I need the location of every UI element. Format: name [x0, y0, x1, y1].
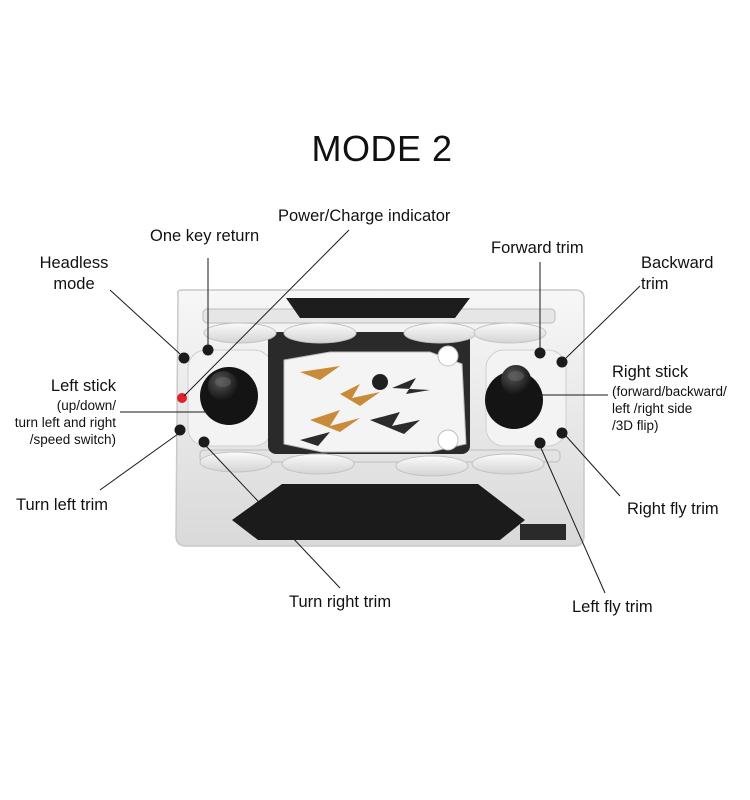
backward-trim-button	[556, 356, 568, 368]
trim-buttons	[174, 344, 568, 449]
label-forward-trim: Forward trim	[491, 239, 584, 257]
forward-trim-button	[534, 347, 546, 359]
left-fly-trim-button	[534, 437, 546, 449]
headless-mode-button	[178, 352, 190, 364]
label-right-stick-desc-3: /3D flip)	[612, 418, 659, 433]
one-key-return-button	[202, 344, 214, 356]
label-right-stick: Right stick	[612, 363, 689, 381]
label-backward-trim-line1: Backward	[641, 254, 714, 272]
label-left-stick-desc-3: /speed switch)	[29, 432, 116, 447]
drone-body	[283, 345, 467, 453]
label-one-key-return: One key return	[150, 227, 260, 245]
label-turn-right-trim: Turn right trim	[289, 593, 392, 611]
right-fly-trim-button	[556, 427, 568, 439]
label-turn-left-trim: Turn left trim	[16, 496, 108, 514]
label-left-stick: Left stick	[50, 377, 116, 395]
label-right-stick-desc-1: (forward/backward/	[612, 384, 727, 399]
propeller-blades	[199, 322, 547, 477]
label-right-stick-desc-2: left /right side	[612, 401, 693, 416]
turn-left-trim-button	[174, 424, 186, 436]
label-headless-mode-line2: mode	[53, 275, 95, 293]
diagram-title: MODE 2	[311, 128, 453, 169]
turn-right-trim-button	[198, 436, 210, 448]
label-left-stick-desc-1: (up/down/	[56, 398, 116, 413]
leader-lines	[99, 229, 641, 594]
right-stick-graphic	[485, 365, 543, 429]
label-left-stick-desc-2: turn left and right	[14, 415, 116, 430]
label-right-fly-trim: Right fly trim	[627, 500, 719, 518]
label-power-charge-indicator: Power/Charge indicator	[278, 207, 451, 225]
label-headless-mode-line1: Headless	[39, 254, 109, 272]
left-stick-graphic	[200, 367, 258, 425]
label-backward-trim-line2: trim	[641, 275, 669, 293]
label-left-fly-trim: Left fly trim	[572, 598, 653, 616]
